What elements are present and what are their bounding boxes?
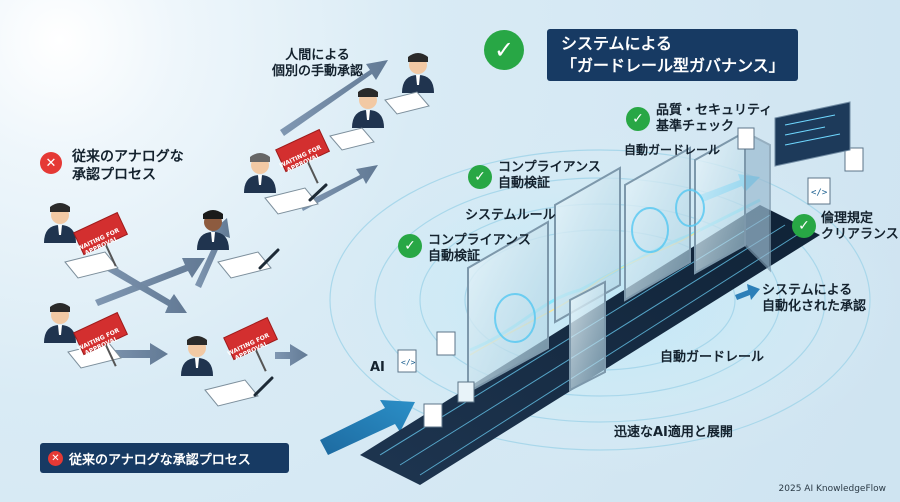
pen-icon	[253, 183, 328, 397]
auto-approval-label: システムによる 自動化された承認	[762, 283, 866, 315]
compliance-bottom-line1: コンプライアンス	[428, 233, 531, 248]
title-banner: システムによる 「ガードレール型ガバナンス」	[547, 29, 798, 81]
copyright: 2025 AI KnowledgeFlow	[778, 484, 886, 494]
svg-text:</>: </>	[401, 358, 416, 367]
check-icon: ✓	[792, 214, 816, 238]
legacy-flow-arrows	[92, 60, 388, 366]
compliance-bottom-label: コンプライアンス 自動検証	[428, 233, 531, 265]
svg-text:</>: </>	[811, 188, 828, 198]
check-icon: ✓	[468, 165, 492, 189]
compliance-bottom-line2: 自動検証	[428, 249, 481, 264]
guardrail-panels	[467, 130, 771, 394]
legacy-badge: ✕ 従来のアナログな承認プロセス	[40, 443, 289, 473]
title-line1: システムによる	[561, 34, 673, 53]
cross-icon: ✕	[40, 152, 62, 174]
legacy-heading-line2: 承認プロセス	[72, 167, 156, 183]
compliance-top-label: コンプライアンス 自動検証	[498, 160, 601, 192]
auto-approval-line2: 自動化された承認	[762, 299, 867, 314]
quality-line2: 基準チェック	[656, 119, 735, 134]
ethics-line2: クリアランス	[821, 227, 899, 242]
manual-line2: 個別の手動承認	[272, 64, 364, 79]
legacy-heading-line1: 従来のアナログな	[72, 149, 184, 165]
title-line2: 「ガードレール型ガバナンス」	[561, 56, 785, 75]
check-icon: ✓	[626, 107, 650, 131]
check-icon: ✓	[398, 234, 422, 258]
rapid-deploy-label: 迅速なAI適用と展開	[614, 425, 733, 440]
auto-guardrail-top: 自動ガードレール	[624, 143, 721, 157]
quality-line1: 品質・セキュリティ	[656, 103, 773, 118]
approval-signs	[73, 128, 331, 372]
auto-guardrail-bottom: 自動ガードレール	[660, 350, 765, 365]
scanner-rings	[494, 189, 705, 343]
manual-line1: 人間による	[285, 48, 350, 63]
quality-label: 品質・セキュリティ 基準チェック	[656, 103, 772, 135]
compliance-top-line2: 自動検証	[498, 176, 551, 191]
person-icon	[44, 53, 434, 376]
manual-approval-label: 人間による 個別の手動承認	[272, 48, 363, 80]
ai-label: AI	[370, 360, 385, 375]
cross-icon: ✕	[48, 450, 63, 466]
code-icon: </> </>	[397, 177, 831, 373]
auto-approval-line1: システムによる	[762, 283, 853, 298]
ethics-label: 倫理規定 クリアランス	[821, 211, 899, 243]
screen-icon	[774, 101, 851, 167]
system-rules-label: システムルール	[465, 208, 556, 223]
compliance-top-line1: コンプライアンス	[498, 160, 601, 175]
legacy-badge-label: 従来のアナログな承認プロセス	[69, 452, 251, 468]
legacy-heading: 従来のアナログな 承認プロセス	[72, 148, 184, 184]
entry-arrow	[320, 400, 415, 455]
document-icon	[423, 127, 864, 428]
auto-approval-arrow	[735, 284, 760, 300]
check-icon: ✓	[484, 30, 524, 70]
ethics-line1: 倫理規定	[821, 211, 874, 226]
